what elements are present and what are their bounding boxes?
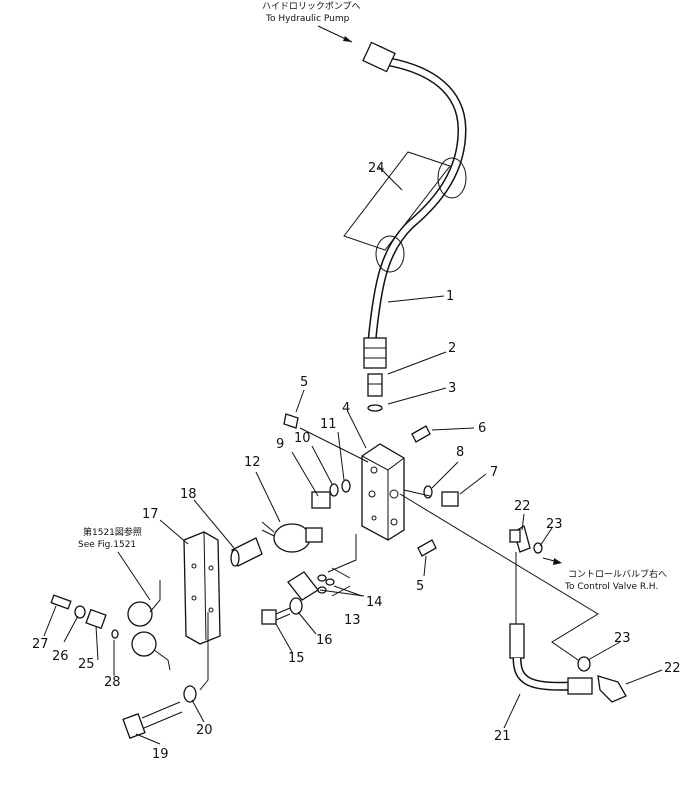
washer-16 [289,597,303,615]
label-15: 15 [288,651,305,666]
label-13: 13 [344,613,361,628]
elbow-22-upper [509,525,531,553]
washer-20 [183,685,197,703]
label-24: 24 [368,161,385,176]
label-8: 8 [456,445,464,460]
label-4: 4 [342,401,350,416]
label-6: 6 [478,421,486,436]
label-20: 20 [196,723,213,738]
sleeve-25 [85,608,107,630]
plug-7 [441,491,459,507]
label-25: 25 [78,657,95,672]
fig-leader [117,551,151,601]
ring-11 [341,479,351,493]
label-21: 21 [494,729,511,744]
ring-8 [423,485,433,499]
leader-plug-block [299,427,369,463]
leader-lines [43,165,663,745]
pump-note-en: To Hydraulic Pump [265,14,350,24]
label-3: 3 [448,381,456,396]
adapter-fitting [367,373,383,397]
lower-hose [509,623,593,695]
label-10: 10 [294,431,311,446]
label-18: 18 [180,487,197,502]
hose-protector [343,151,467,273]
part-labels: 1 2 3 4 5 5 6 7 8 9 10 11 12 13 14 15 16… [32,161,681,762]
label-14: 14 [366,595,383,610]
terminal-27 [50,594,72,610]
label-16: 16 [316,633,333,648]
label-22-lower: 22 [664,661,681,676]
leader-block-plate [327,534,357,573]
plug-bottom [417,539,437,557]
label-28: 28 [104,675,121,690]
fig-note-en: See Fig.1521 [78,540,136,550]
label-19: 19 [152,747,169,762]
bracket [183,531,221,645]
pin-18 [230,537,263,567]
label-12: 12 [244,455,261,470]
valve-block [361,443,405,541]
label-22-upper: 22 [514,499,531,514]
label-5-bottom: 5 [416,579,424,594]
o-ring [367,404,383,412]
label-7: 7 [490,465,498,480]
label-1: 1 [446,289,454,304]
label-11: 11 [320,417,337,432]
valve-arrowhead [553,558,562,565]
valve-note-en: To Control Valve R.H. [564,582,658,592]
label-23-lower: 23 [614,631,631,646]
valve-note-jp: コントロールバルブ右へ [568,568,667,580]
plug-right [411,425,431,443]
bolt-path [199,612,209,691]
label-2: 2 [448,341,456,356]
leader-ring-8 [403,489,431,497]
label-5-top: 5 [300,375,308,390]
upper-hose [362,41,467,369]
bolt-19 [122,701,183,739]
ring-26 [74,605,86,619]
ring-bracket [331,567,351,597]
bolt-15 [261,607,291,625]
ring-28 [111,629,119,639]
label-9: 9 [276,437,284,452]
label-17: 17 [142,507,159,522]
pump-note-jp: ハイドロリックポンプへ [262,1,361,12]
ring-10 [329,483,339,497]
pump-arrowhead [343,36,352,42]
label-23-upper: 23 [546,517,563,532]
label-27: 27 [32,637,49,652]
elbow-22-lower [597,675,627,703]
plug-9 [311,491,331,509]
cover-plate [287,571,319,601]
label-26: 26 [52,649,69,664]
pressure-switch [261,521,323,553]
fig-note-jp: 第1521図参照 [83,526,142,538]
route-line-valve [399,493,599,661]
ring-23-lower [577,656,591,672]
plug-top [283,413,299,429]
sensor-assembly [127,580,171,671]
